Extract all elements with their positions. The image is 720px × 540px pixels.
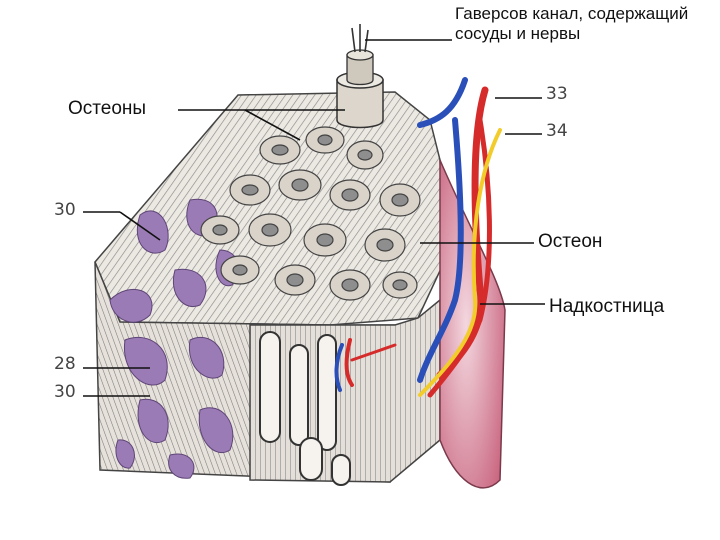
haversian-canal-label: Гаверсов канал, содержащий сосуды и нерв…: [455, 4, 689, 43]
periosteum-label: Надкостница: [549, 296, 665, 317]
label-number-30-top: 30: [54, 200, 76, 220]
leader-lines: [83, 39, 545, 397]
label-number-33: 33: [546, 84, 568, 104]
label-number-30-bottom: 30: [54, 382, 76, 402]
osteons-label: Остеоны: [68, 98, 147, 119]
osteon-channels: [259, 331, 351, 486]
osteon-rings: [200, 126, 421, 301]
osteon-label: Остеон: [538, 231, 603, 252]
label-number-34: 34: [546, 121, 568, 141]
vessels-and-nerves: [334, 77, 502, 398]
protruding-osteon: [336, 24, 384, 129]
label-number-28: 28: [54, 354, 76, 374]
